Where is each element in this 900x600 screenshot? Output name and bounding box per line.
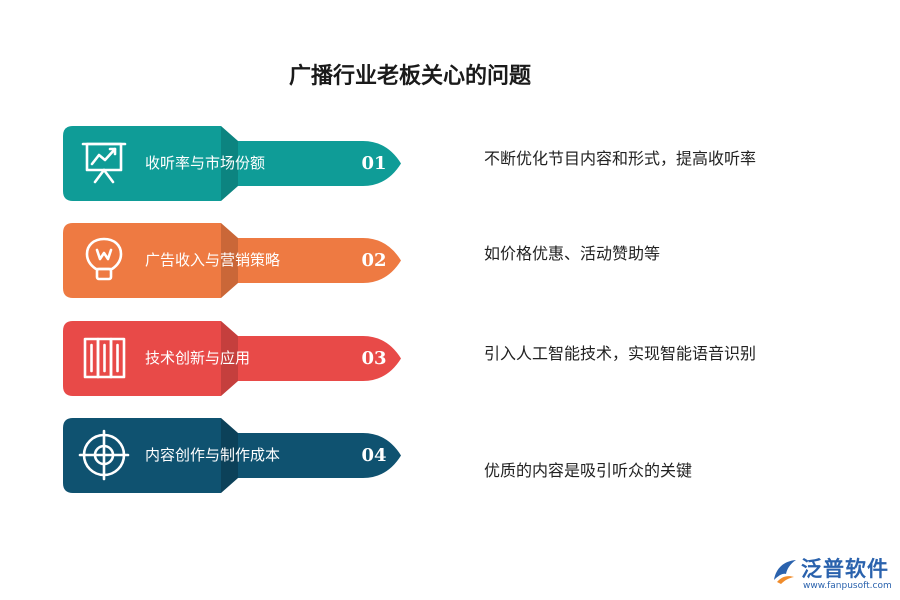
page-title: 广播行业老板关心的问题 (288, 63, 531, 89)
row-banner-shape (63, 418, 401, 493)
brand-name: 泛普软件 (801, 557, 889, 581)
issue-label: 收听率与市场份额 (145, 154, 266, 172)
issue-description-4: 优质的内容是吸引听众的关键 (484, 461, 693, 480)
issue-row-4: 内容创作与制作成本 04 (63, 418, 413, 493)
issue-number: 02 (361, 250, 387, 271)
issue-number: 01 (361, 153, 387, 174)
issue-row-2: 广告收入与营销策略 02 (63, 223, 413, 298)
brand-mark-icon (774, 560, 796, 584)
issue-number: 04 (361, 445, 387, 466)
brand-logo: 泛普软件 www.fanpusoft.com (770, 552, 895, 596)
brand-url: www.fanpusoft.com (803, 581, 892, 591)
issue-number: 03 (361, 348, 387, 369)
issue-row-1: 收听率与市场份额 01 (63, 126, 413, 201)
issue-row-3: 技术创新与应用 03 (63, 321, 413, 396)
issue-description-2: 如价格优惠、活动赞助等 (484, 244, 661, 263)
row-banner-shape (63, 126, 401, 201)
row-banner-shape (63, 321, 401, 396)
issue-description-3: 引入人工智能技术，实现智能语音识别 (484, 344, 757, 363)
issue-label: 技术创新与应用 (145, 349, 251, 367)
issue-label: 内容创作与制作成本 (145, 446, 281, 464)
issue-description-1: 不断优化节目内容和形式，提高收听率 (484, 149, 757, 168)
crosshair-icon (78, 429, 130, 481)
row-banner-shape (63, 223, 401, 298)
lightbulb-icon (85, 237, 123, 281)
panels-icon (83, 337, 126, 379)
issue-label: 广告收入与营销策略 (145, 251, 281, 269)
presentation-chart-icon (81, 142, 127, 184)
